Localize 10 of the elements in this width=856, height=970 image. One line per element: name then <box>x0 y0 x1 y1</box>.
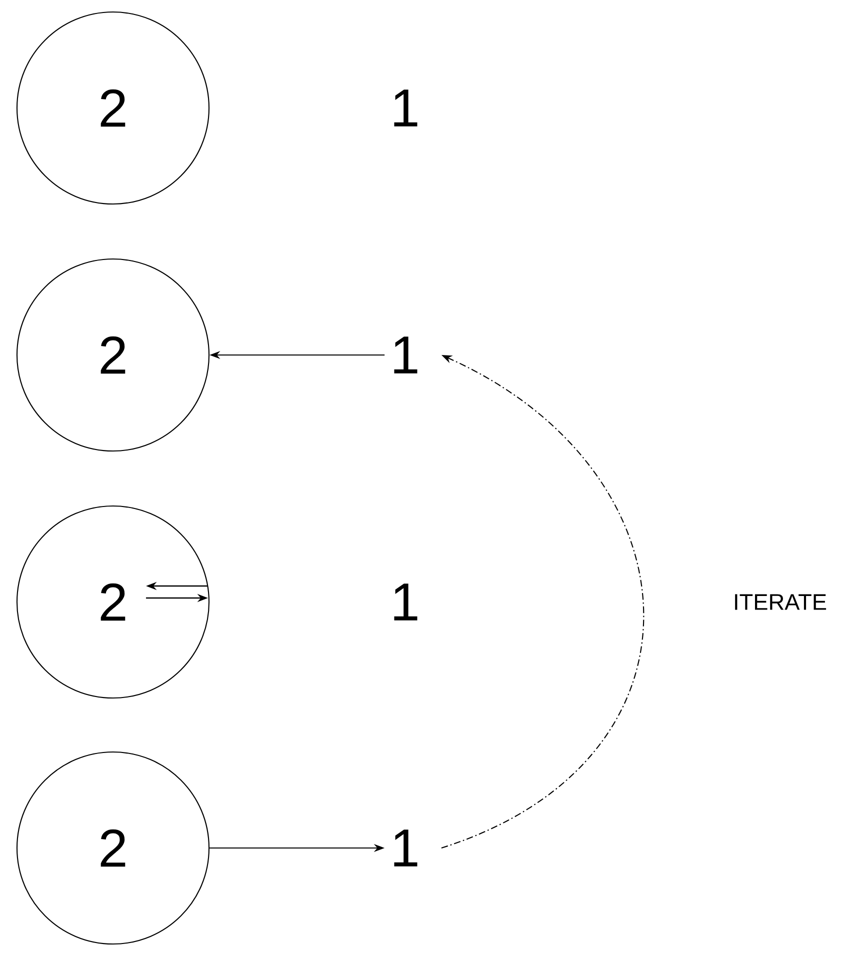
circle-node: 2 <box>16 751 210 945</box>
curved-arrow <box>441 355 644 848</box>
circle-node: 2 <box>16 11 210 205</box>
circle-node: 2 <box>16 258 210 452</box>
circle-node: 2 <box>16 505 210 699</box>
number-label: 1 <box>394 830 418 866</box>
number-label: 1 <box>394 90 418 126</box>
edge-label: ITERATE <box>735 594 826 610</box>
number-label: 1 <box>394 336 418 374</box>
number-label: 1 <box>394 584 418 620</box>
